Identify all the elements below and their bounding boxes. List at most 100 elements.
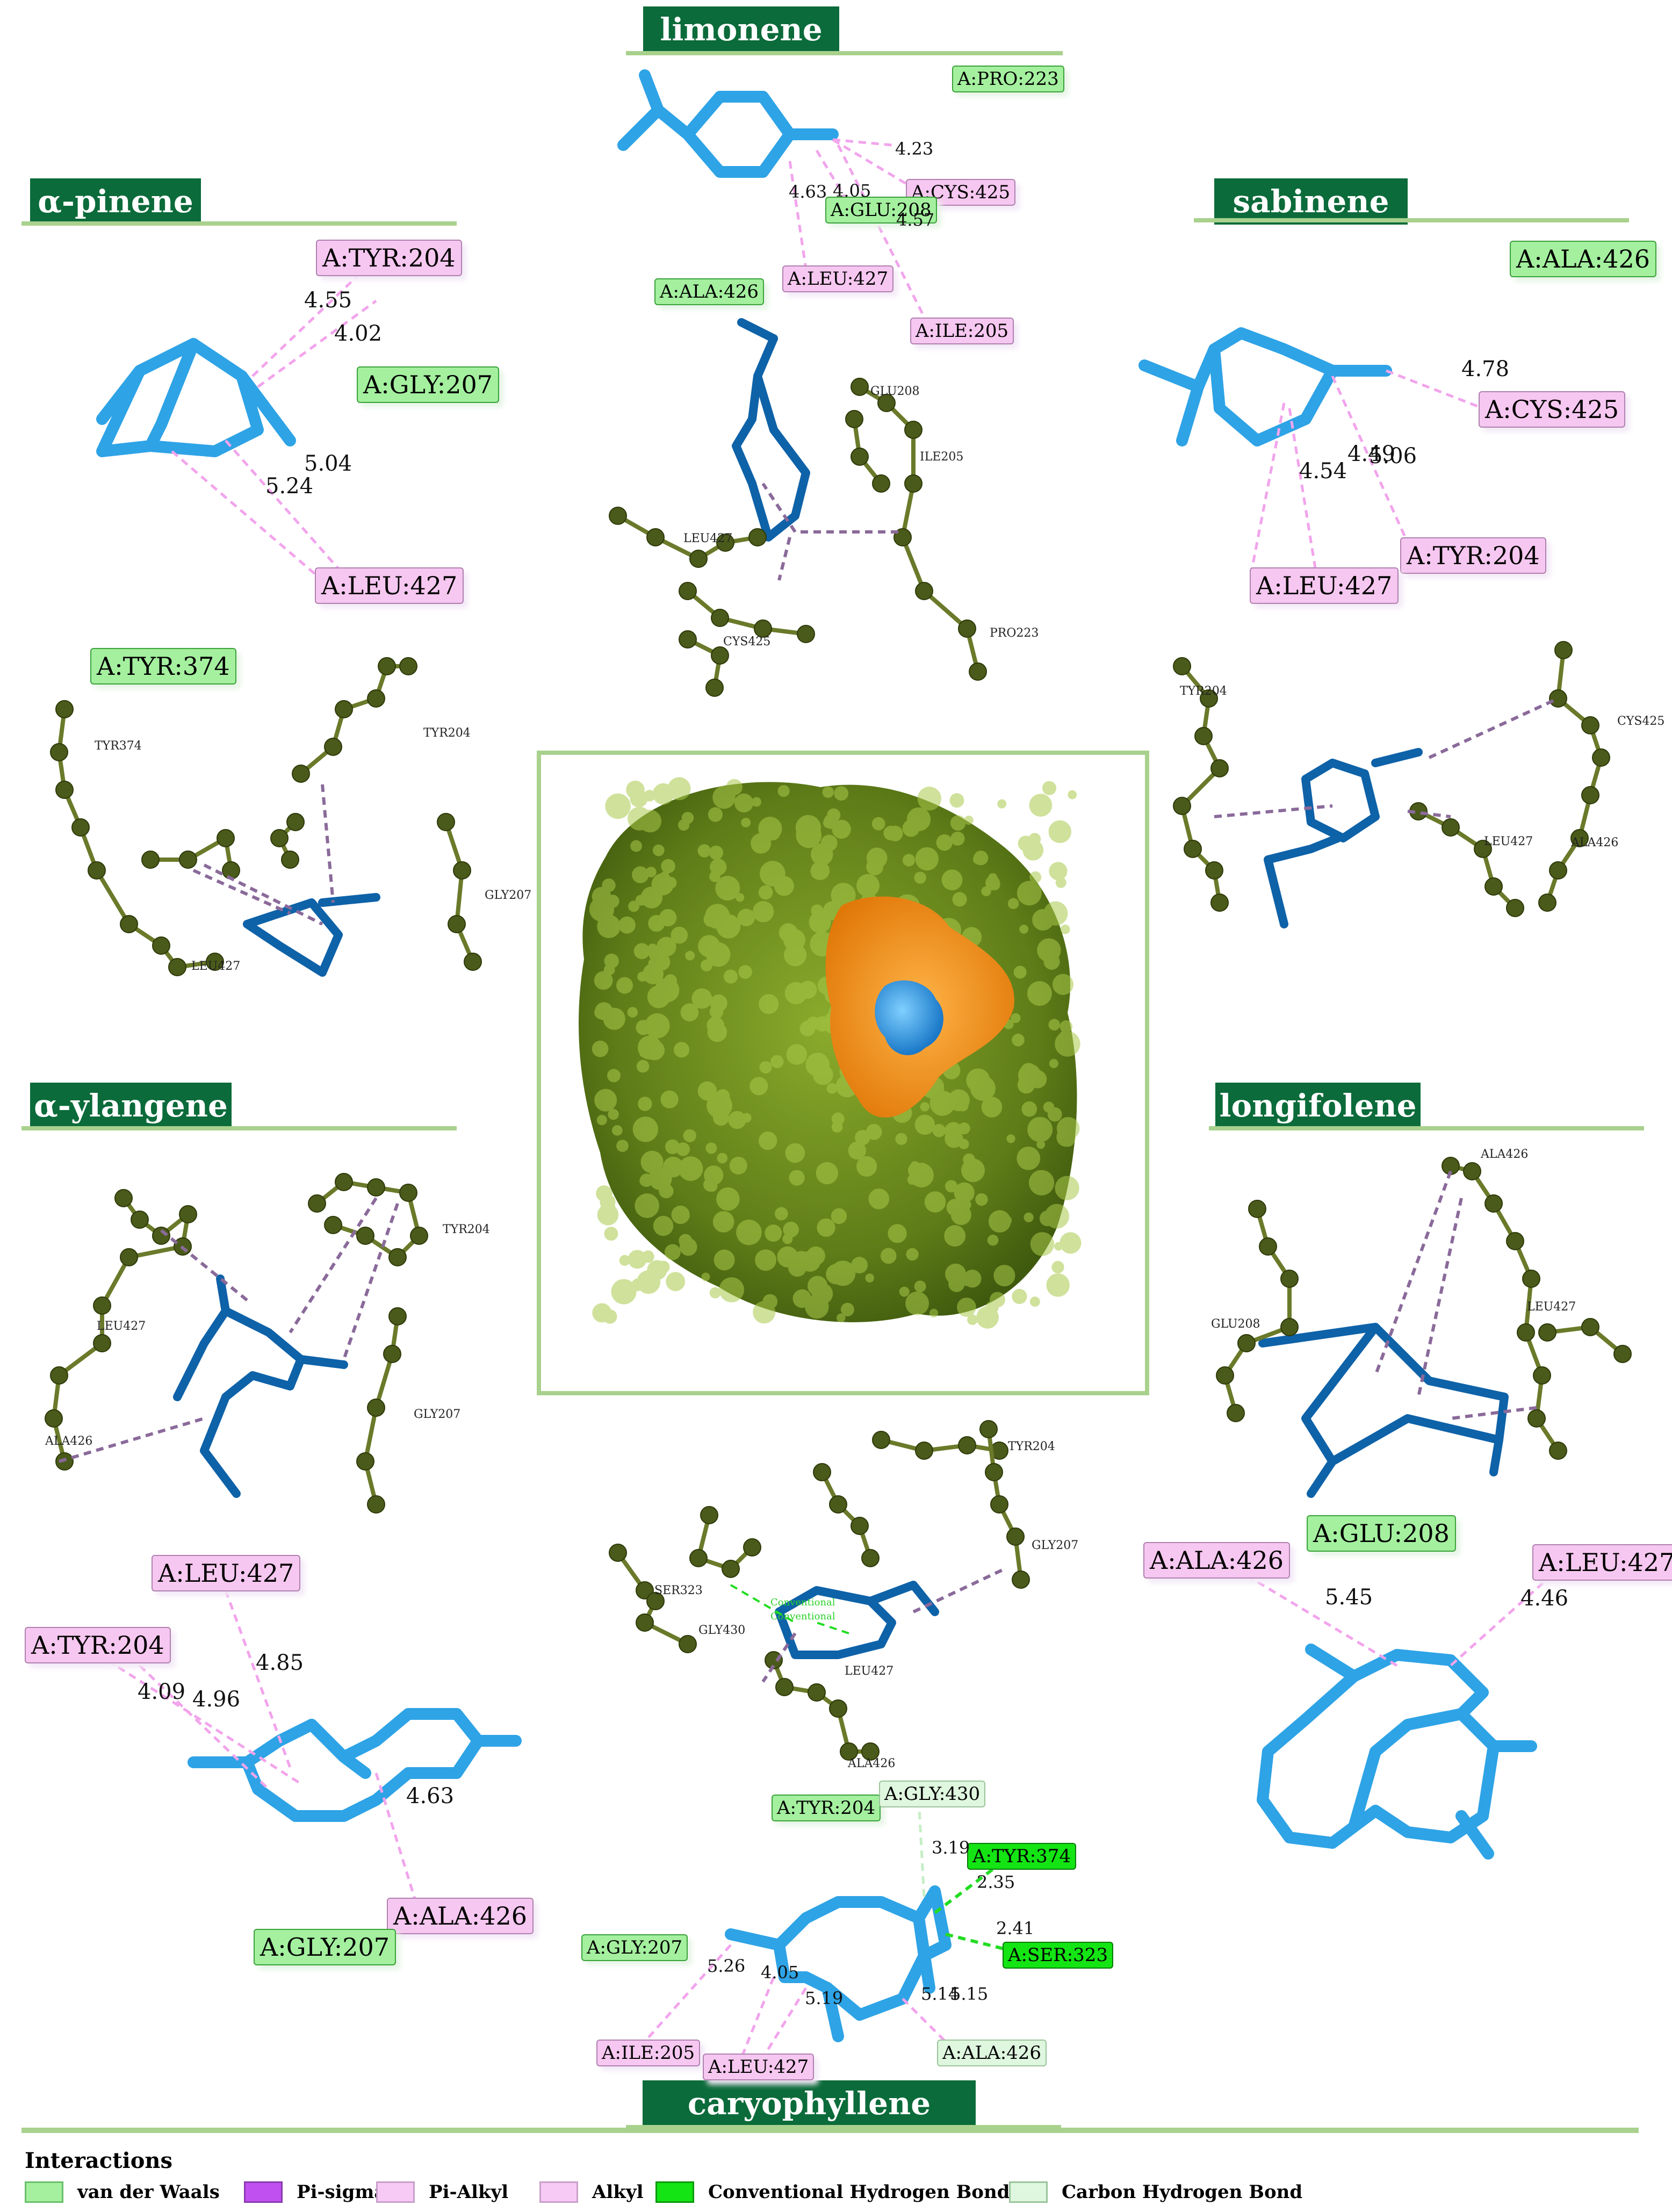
surface-bump: [1017, 1146, 1041, 1170]
residue-3d-label: LEU427: [1484, 835, 1533, 848]
residue-label: A:ALA:426: [1143, 1542, 1291, 1579]
residue-atom: [292, 765, 310, 783]
surface-bump: [701, 1272, 710, 1281]
surface-bump: [703, 912, 719, 927]
legend-item-pi-alkyl: Pi-Alkyl: [376, 2179, 508, 2205]
surface-bump: [950, 831, 965, 846]
interaction-line: [1250, 402, 1286, 570]
surface-bump: [914, 1114, 935, 1135]
surface-bump: [628, 1250, 647, 1269]
residue-atom: [1194, 727, 1213, 745]
residue-atom: [388, 1248, 407, 1266]
surface-bump: [751, 797, 761, 807]
residue-atom: [765, 1651, 783, 1669]
residue-label: A:TYR:374: [967, 1843, 1077, 1870]
surface-bump: [816, 1162, 838, 1185]
surface-bump: [1006, 1134, 1015, 1143]
surface-bump: [594, 1005, 609, 1020]
residue-atom: [217, 829, 235, 847]
surface-bump: [705, 942, 731, 967]
surface-bump: [784, 982, 808, 1005]
interactions-legend: Interactions van der Waals Pi-sigma Pi-A…: [21, 2128, 1644, 2208]
surface-bump: [685, 950, 695, 961]
residue-atom: [120, 915, 138, 933]
surface-bump: [812, 1246, 823, 1258]
legend-label: Conventional Hydrogen Bond: [708, 2181, 1010, 2203]
surface-bump: [899, 1286, 910, 1297]
ligand-2d: [639, 69, 664, 116]
residue-label: A:ALA:426: [937, 2040, 1047, 2066]
surface-bump: [640, 1150, 664, 1173]
residue-atom: [689, 1549, 708, 1567]
residue-atom: [679, 1635, 697, 1653]
residue-atom: [829, 1495, 847, 1514]
surface-bump: [734, 793, 754, 813]
surface-bump: [1026, 884, 1040, 898]
residue-atom: [748, 528, 767, 546]
surface-bump: [644, 1040, 665, 1061]
residue-atom: [743, 1538, 761, 1557]
ligand-3d: [318, 893, 380, 907]
residue-label: A:LEU:427: [1532, 1544, 1672, 1581]
residue-atom: [716, 534, 734, 552]
surface-bump: [961, 1158, 985, 1183]
surface-bump: [765, 824, 781, 841]
surface-bump: [701, 959, 713, 971]
residue-atom: [872, 474, 890, 493]
ligand-2d: [306, 1719, 371, 1779]
residue-atom: [71, 818, 90, 837]
interaction-line: [644, 1944, 732, 2043]
residue-atom: [356, 1452, 374, 1471]
distance-label: 4.78: [1461, 357, 1510, 381]
surface-bump: [709, 845, 724, 860]
residue-atom: [1517, 1323, 1535, 1342]
legend-swatch: [1009, 2181, 1048, 2203]
residue-atom: [1280, 1318, 1299, 1336]
residue-atom: [1006, 1527, 1025, 1546]
residue-atom: [1549, 1442, 1567, 1460]
interaction-line: [289, 1197, 378, 1334]
surface-bump: [611, 1125, 623, 1136]
surface-bump: [652, 783, 674, 805]
surface-bump: [958, 1122, 970, 1135]
distance-label: 4.57: [896, 210, 935, 230]
surface-bump: [1029, 1296, 1040, 1307]
surface-bump: [616, 977, 633, 994]
residue-atom: [1280, 1270, 1299, 1288]
surface-bump: [791, 1251, 811, 1270]
surface-bump: [950, 815, 966, 831]
interaction-line: [1235, 1567, 1398, 1667]
residue-label: A:ALA:426: [1510, 241, 1657, 277]
distance-label: 5.45: [1325, 1585, 1373, 1610]
ligand-3d: [737, 318, 778, 343]
surface-bump: [830, 1260, 856, 1286]
surface-bump: [945, 1180, 958, 1193]
distance-label: 2.35: [977, 1872, 1015, 1892]
interaction-line: [1374, 1170, 1452, 1377]
surface-bump: [812, 1064, 833, 1085]
surface-bump: [647, 943, 658, 954]
surface-bump: [915, 847, 939, 871]
surface-bump: [639, 1173, 653, 1187]
residue-label: A:PRO:223: [952, 66, 1064, 92]
surface-bump: [960, 1199, 971, 1211]
legend-title: Interactions: [25, 2148, 173, 2173]
residue-label: A:GLY:430: [879, 1781, 986, 1807]
residue-atom: [808, 1683, 826, 1702]
surface-bump: [665, 877, 677, 889]
residue-atom: [55, 781, 74, 799]
residue-atom: [861, 1742, 880, 1761]
residue-bond: [686, 589, 808, 636]
interaction-line: [740, 1977, 775, 2058]
surface-bump: [856, 874, 880, 897]
surface-bump: [866, 858, 884, 876]
residue-bond: [1416, 809, 1517, 910]
residue-atom: [1581, 786, 1599, 804]
surface-bump: [707, 1022, 727, 1042]
residue-atom: [861, 1549, 880, 1567]
surface-bump: [1032, 909, 1054, 931]
legend-label: Pi-sigma: [297, 2181, 386, 2203]
distance-label: 5.14: [921, 1984, 960, 2004]
residue-atom: [453, 861, 471, 880]
residue-atom: [131, 1211, 149, 1229]
